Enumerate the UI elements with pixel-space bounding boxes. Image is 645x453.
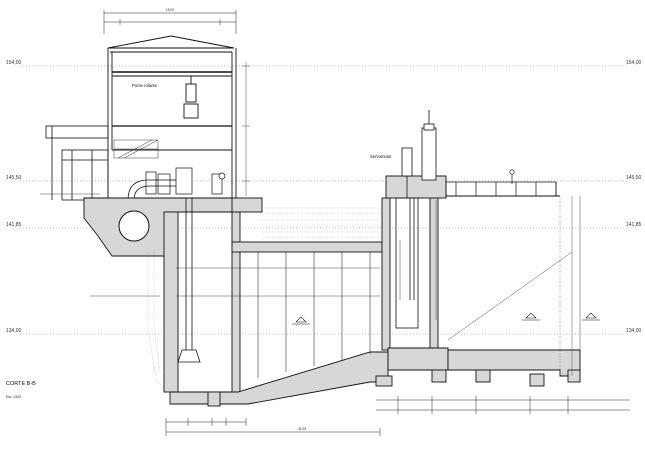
- level-label-141-right: 141,85: [626, 222, 642, 228]
- ponte-rolante-label: Ponte rolante: [132, 83, 158, 88]
- left-intake-structure: [45, 125, 109, 201]
- top-dimension-label: 15,00: [166, 8, 174, 12]
- servomotor-label: Servomotor: [370, 154, 392, 159]
- level-label-145-left: 145,50: [6, 175, 22, 181]
- level-label-134-left: 134,00: [6, 328, 22, 334]
- level-label-134-right: 134,00: [626, 328, 642, 334]
- reservoir-water: [262, 207, 382, 239]
- valve-chamber: [118, 210, 150, 242]
- generator-equipment: [145, 167, 226, 195]
- vertical-dimensions: [242, 62, 581, 376]
- level-label-154-right: 154,00: [626, 60, 642, 66]
- level-label-154-left: 154,00: [6, 60, 22, 66]
- top-dimensions: [103, 10, 237, 34]
- powerhouse-stairs: [113, 139, 159, 159]
- bottom-dimension-label: 41,05: [298, 427, 306, 431]
- level-label-145-right: 145,50: [626, 175, 642, 181]
- concrete-structure: [83, 175, 581, 407]
- bottom-dimensions: [165, 396, 630, 436]
- level-lines: [20, 65, 628, 335]
- right-walkway: [445, 169, 560, 197]
- penstock-bend: [127, 179, 176, 201]
- vertical-penstock: [177, 198, 201, 363]
- section-scale: Esc. 1/100: [6, 395, 21, 399]
- support-columns: [257, 252, 371, 378]
- level-label-141-left: 141,85: [6, 222, 22, 228]
- section-title: CORTE B-B: [6, 381, 36, 387]
- left-backfill: [147, 248, 165, 393]
- gate-structure: [395, 110, 437, 329]
- intermediate-dimensions: [40, 193, 380, 297]
- water-level-markers: [292, 312, 600, 325]
- downstream-slope: [447, 196, 573, 376]
